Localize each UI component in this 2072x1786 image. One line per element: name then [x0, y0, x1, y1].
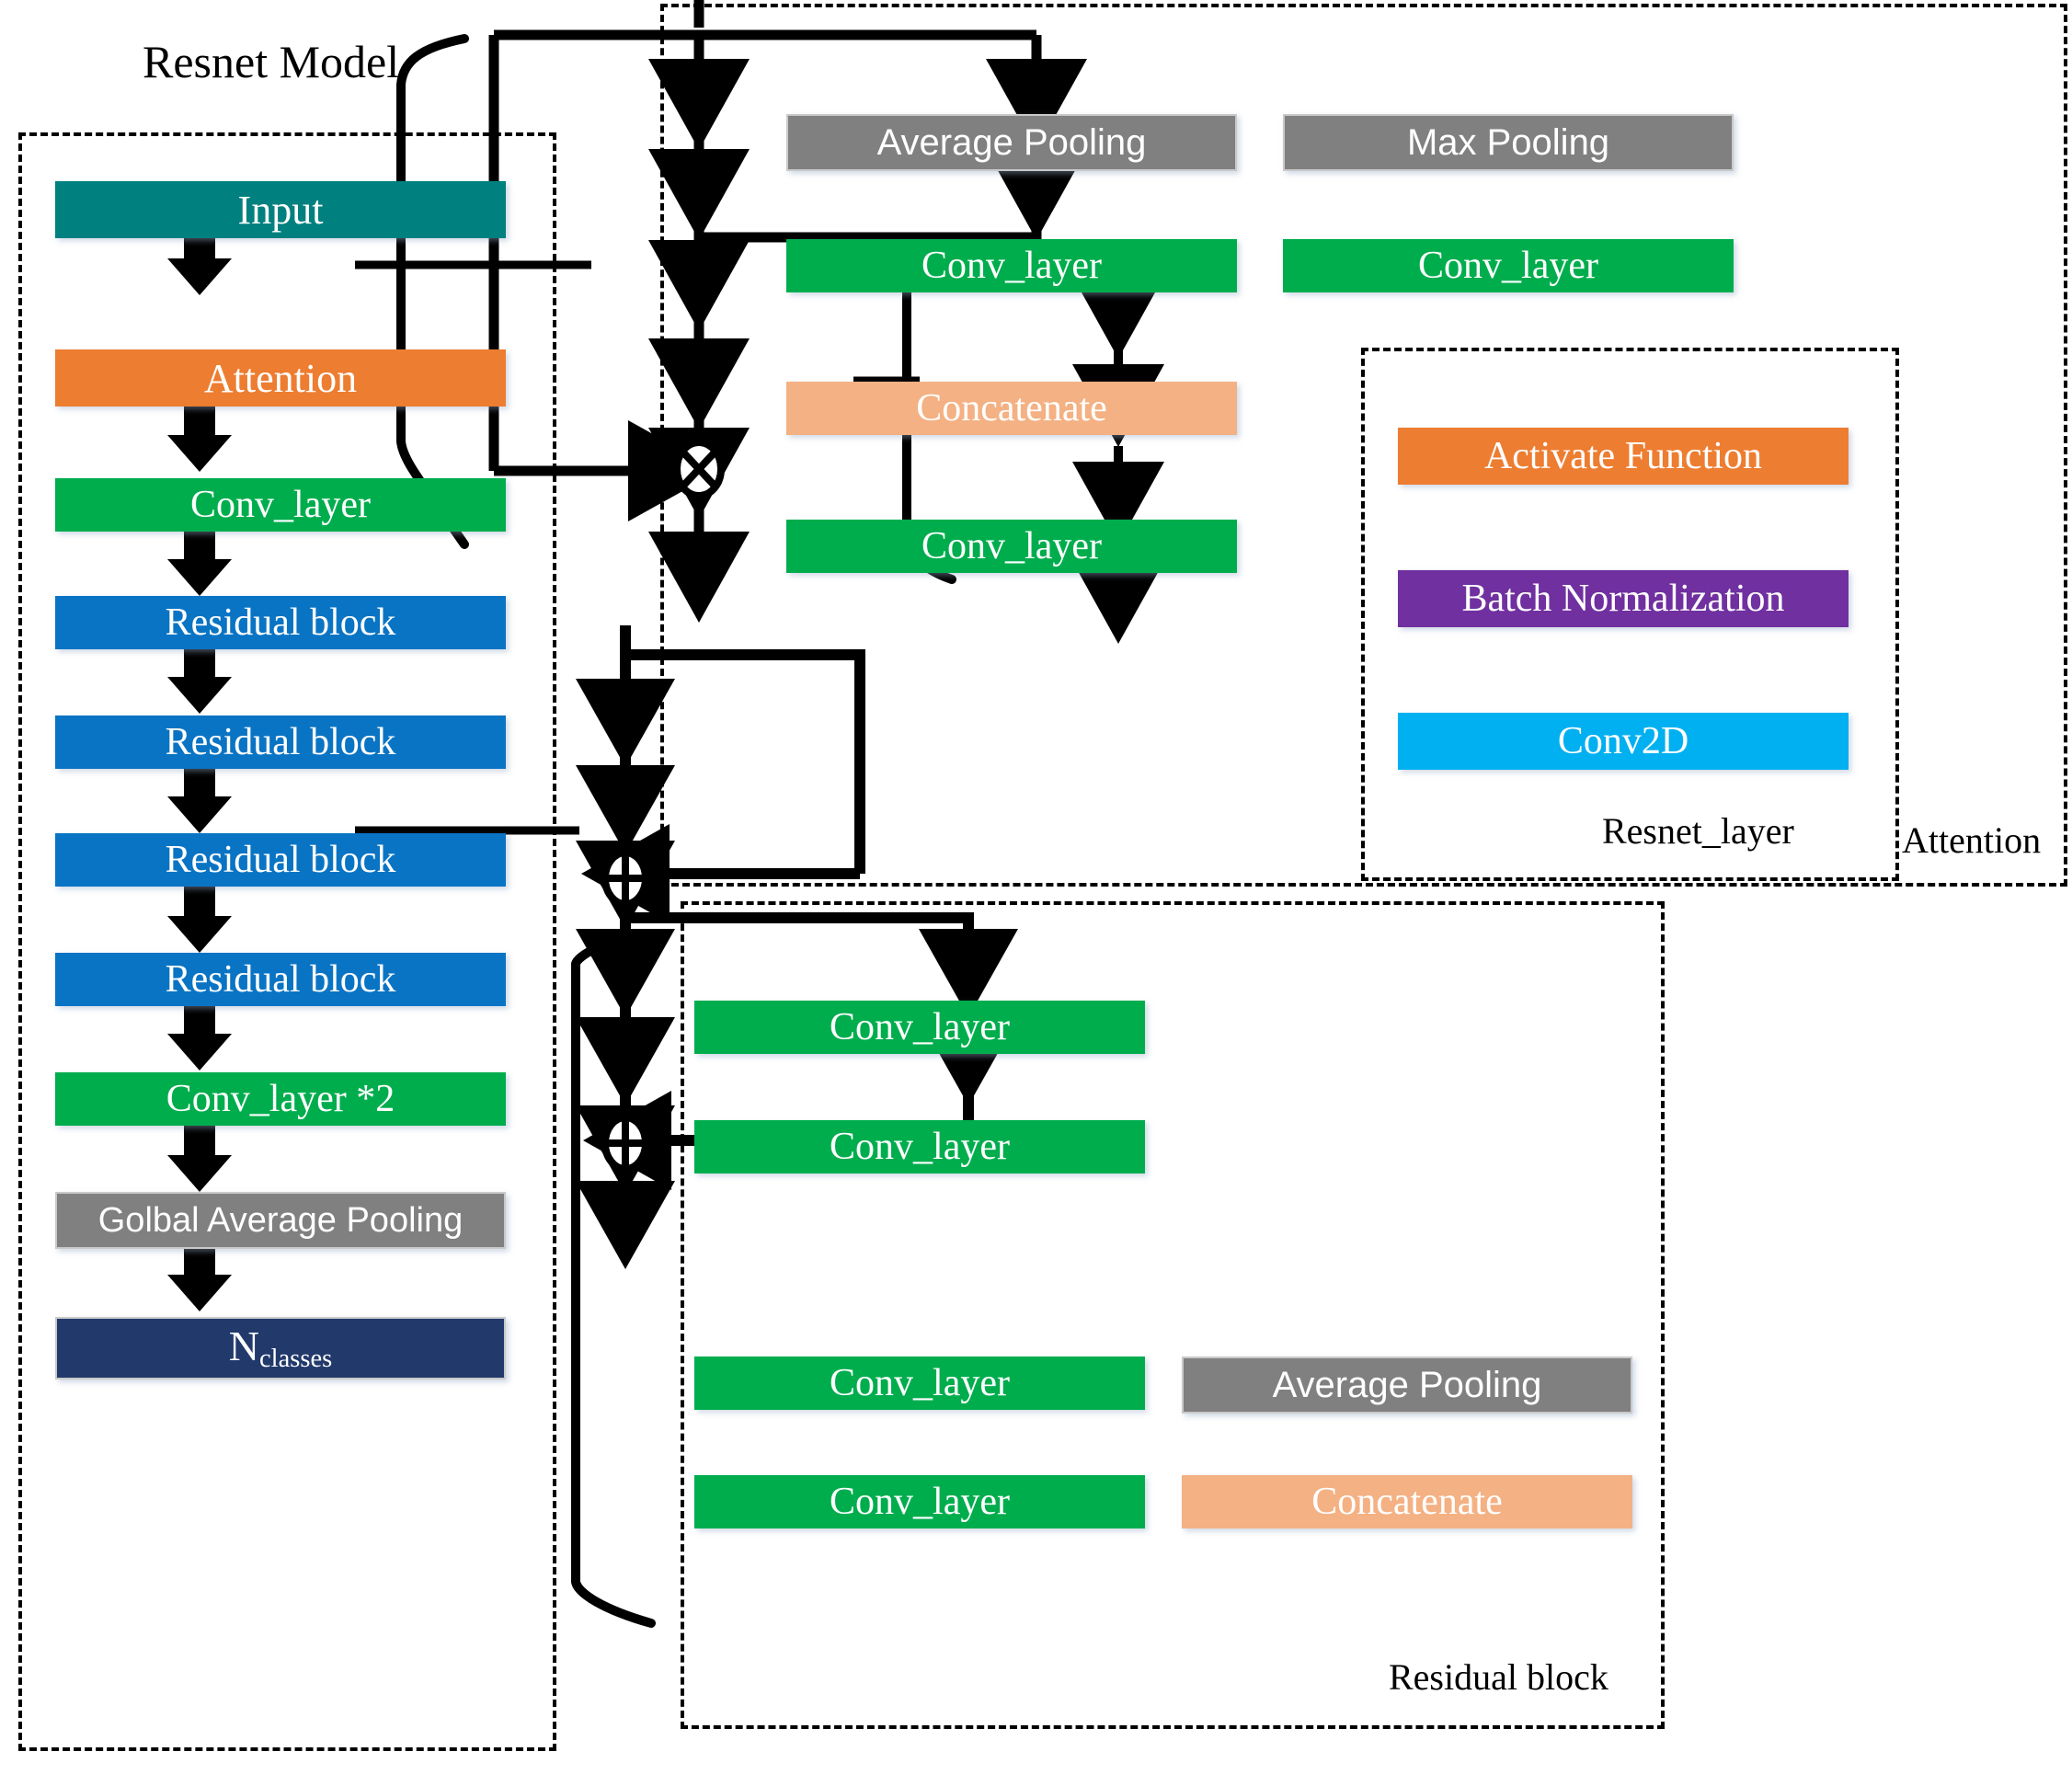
node-average-pooling-attention-label: Average Pooling [876, 121, 1147, 163]
node-residual-block-4[interactable]: Residual block [55, 953, 506, 1006]
node-rb-conv-layer-4-label: Conv_layer [830, 1481, 1010, 1523]
resnet-model-container [18, 132, 556, 1751]
node-rb-conv-layer-2[interactable]: Conv_layer [694, 1120, 1145, 1173]
node-rb-concatenate-label: Concatenate [1311, 1481, 1503, 1523]
node-conv-layer-1[interactable]: Conv_layer [55, 478, 506, 532]
node-attention[interactable]: Attention [55, 349, 506, 406]
node-rb-concatenate[interactable]: Concatenate [1182, 1475, 1632, 1528]
node-rb-conv-layer-1[interactable]: Conv_layer [694, 1001, 1145, 1054]
node-concatenate-attention[interactable]: Concatenate [786, 382, 1237, 435]
node-n-classes-label-sub: classes [259, 1345, 333, 1374]
node-rb-conv-layer-4[interactable]: Conv_layer [694, 1475, 1145, 1528]
node-n-classes[interactable]: Nclasses [55, 1317, 506, 1380]
node-max-pooling-attention[interactable]: Max Pooling [1283, 114, 1734, 171]
node-rb-conv-layer-3-label: Conv_layer [830, 1362, 1010, 1404]
page-title: Resnet Model [143, 36, 400, 87]
resnet-layer-container-label: Resnet_layer [1602, 810, 1794, 852]
node-residual-block-2-label: Residual block [165, 721, 396, 763]
node-batch-normalization[interactable]: Batch Normalization [1398, 570, 1849, 627]
attention-container [660, 4, 2067, 887]
node-rb-average-pooling-label: Average Pooling [1272, 1364, 1542, 1405]
node-rb-conv-layer-1-label: Conv_layer [830, 1006, 1010, 1048]
add-operator-1-glyph [601, 849, 649, 908]
node-global-average-pooling-label: Golbal Average Pooling [97, 1200, 464, 1240]
node-input-label: Input [237, 187, 324, 233]
resnet-layer-container [1361, 348, 1899, 881]
node-rb-conv-layer-3[interactable]: Conv_layer [694, 1357, 1145, 1410]
node-conv-layer-attention-out[interactable]: Conv_layer [786, 520, 1237, 573]
node-rb-average-pooling[interactable]: Average Pooling [1182, 1357, 1632, 1414]
node-input[interactable]: Input [55, 181, 506, 238]
node-residual-block-3-label: Residual block [165, 839, 396, 881]
node-global-average-pooling[interactable]: Golbal Average Pooling [55, 1192, 506, 1249]
residual-brace [571, 929, 656, 1628]
add-operator-2-glyph [601, 1114, 649, 1173]
node-n-classes-label: Nclasses [229, 1322, 332, 1374]
node-n-classes-label-main: N [228, 1322, 260, 1370]
node-residual-block-2[interactable]: Residual block [55, 716, 506, 769]
node-conv-layer-x2-label: Conv_layer *2 [166, 1078, 395, 1120]
node-max-pooling-attention-label: Max Pooling [1406, 121, 1610, 163]
node-batch-normalization-label: Batch Normalization [1461, 578, 1785, 620]
node-conv-layer-1-label: Conv_layer [190, 484, 371, 526]
node-conv-layer-avg-branch[interactable]: Conv_layer [786, 239, 1237, 292]
node-conv-layer-x2[interactable]: Conv_layer *2 [55, 1072, 506, 1126]
add-operator-2-cross [604, 1120, 647, 1166]
node-activate-function[interactable]: Activate Function [1398, 428, 1849, 485]
node-residual-block-1-label: Residual block [165, 601, 396, 644]
node-conv2d-label: Conv2D [1557, 720, 1689, 762]
node-rb-conv-layer-2-label: Conv_layer [830, 1126, 1010, 1168]
node-conv-layer-max-branch[interactable]: Conv_layer [1283, 239, 1734, 292]
node-attention-label: Attention [203, 355, 358, 401]
node-conv-layer-avg-branch-label: Conv_layer [922, 245, 1102, 287]
attention-container-label: Attention [1902, 819, 2042, 861]
node-average-pooling-attention[interactable]: Average Pooling [786, 114, 1237, 171]
node-conv2d[interactable]: Conv2D [1398, 713, 1849, 770]
node-activate-function-label: Activate Function [1483, 435, 1763, 477]
node-conv-layer-attention-out-label: Conv_layer [922, 525, 1102, 567]
node-residual-block-3[interactable]: Residual block [55, 833, 506, 887]
add-operator-1-cross [604, 855, 647, 901]
node-residual-block-1[interactable]: Residual block [55, 596, 506, 649]
node-concatenate-attention-label: Concatenate [916, 387, 1107, 429]
node-conv-layer-max-branch-label: Conv_layer [1418, 245, 1598, 287]
residual-block-container [681, 901, 1665, 1729]
node-residual-block-4-label: Residual block [165, 958, 396, 1001]
residual-block-container-label: Residual block [1389, 1656, 1608, 1698]
